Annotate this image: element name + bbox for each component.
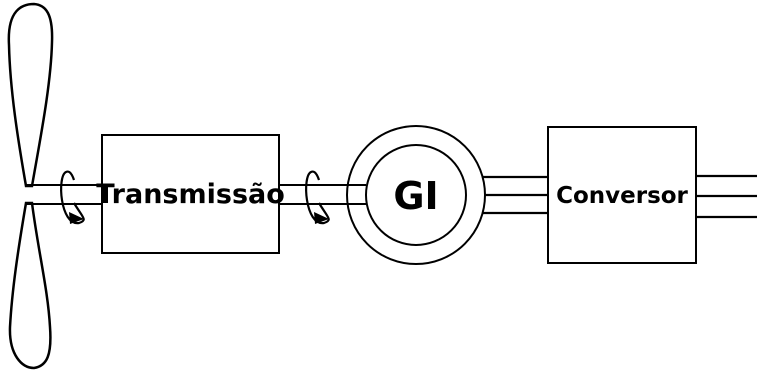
generator-to-converter-lines [483, 175, 548, 215]
rotation-arrow-icon [60, 170, 85, 225]
generator-rotor-ring [365, 144, 467, 246]
generator-shaft [279, 184, 366, 205]
rotation-arrow-icon [305, 170, 330, 225]
upper-blade [7, 2, 54, 188]
grid-output-lines [696, 174, 757, 219]
rotor-shaft [26, 184, 102, 205]
generator-label: GI [393, 174, 438, 218]
transmission-box [101, 134, 280, 254]
lower-blade [8, 201, 52, 370]
transmission-label: Transmissão [96, 179, 285, 210]
rotor-blades [7, 2, 54, 370]
converter-label: Conversor [556, 183, 688, 209]
